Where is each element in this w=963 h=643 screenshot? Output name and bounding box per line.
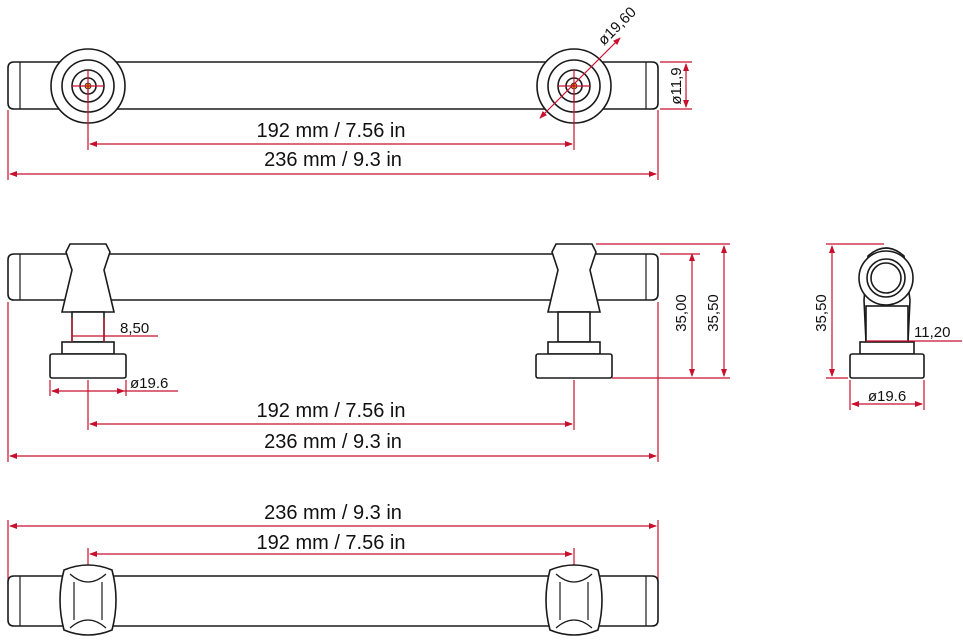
front-view-height-outer-label: 35,50 (705, 294, 722, 332)
top-view-post-diameter-label: ø19,60 (595, 4, 640, 49)
front-view-base-diameter-label: ø19.6 (130, 375, 168, 392)
front-view-height-inner-label: 35,00 (673, 294, 690, 332)
bottom-view-post-left (59, 564, 117, 636)
top-view-overall-length-label: 236 mm / 9.3 in (264, 149, 402, 171)
front-view-stem-width-label: 8,50 (120, 320, 149, 337)
bottom-view-post-right (545, 564, 603, 636)
front-view-center-to-center-label: 192 mm / 7.56 in (257, 400, 406, 422)
side-view: 35,50 11,20 ø19.6 (813, 243, 962, 410)
side-view-height-label: 35,50 (813, 294, 830, 332)
front-view-post-right (535, 243, 613, 379)
top-view-bar (7, 61, 659, 110)
top-view-bar-diameter-label: ø11,9 (668, 67, 685, 104)
bottom-view-bar (7, 575, 659, 627)
side-view-base-diameter-label: ø19.6 (868, 388, 906, 405)
front-view-bar (7, 253, 659, 301)
dim-line-post-diameter (539, 37, 621, 119)
top-view-center-to-center-label: 192 mm / 7.56 in (257, 120, 406, 142)
side-view-offset-label: 11,20 (914, 324, 950, 341)
front-view-post-left (49, 243, 127, 379)
front-view-overall-length-label: 236 mm / 9.3 in (264, 431, 402, 453)
bottom-view-overall-length-label: 236 mm / 9.3 in (264, 502, 402, 524)
bottom-view: 236 mm / 9.3 in 192 mm / 7.56 in (7, 502, 659, 636)
front-view: 8,50 ø19.6 192 mm / 7.56 in 236 mm / 9.3… (7, 243, 730, 462)
bottom-view-center-to-center-label: 192 mm / 7.56 in (257, 532, 406, 554)
top-view: 192 mm / 7.56 in 236 mm / 9.3 in ø19,60 … (7, 4, 692, 180)
